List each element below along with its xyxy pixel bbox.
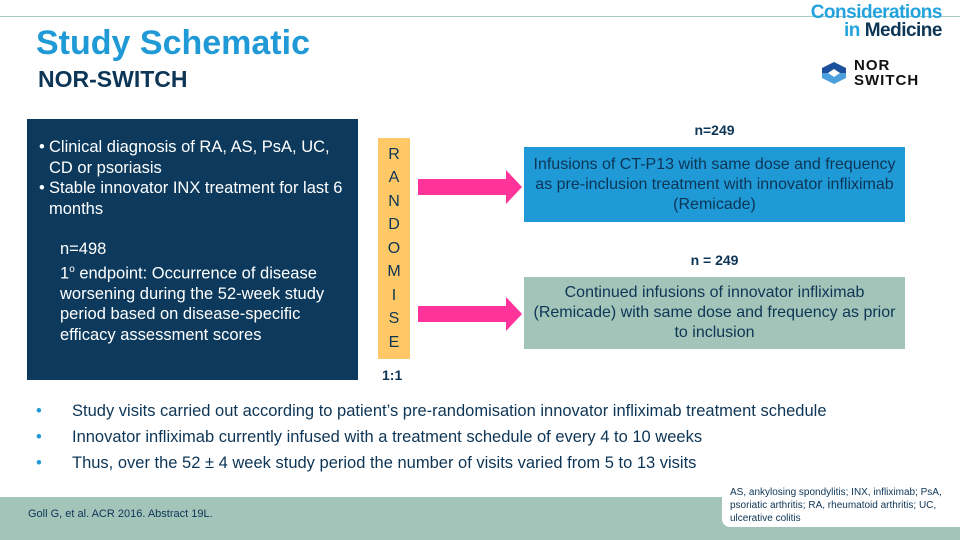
randomise-letter: D — [388, 216, 400, 234]
endpoint-prefix: 1 — [60, 264, 70, 282]
arrow-right-icon — [418, 170, 522, 204]
inclusion-criteria-box: Clinical diagnosis of RA, AS, PsA, UC, C… — [27, 119, 358, 380]
arm-2-box: Continued infusions of innovator inflixi… — [524, 277, 905, 349]
brand-line-2a: in — [844, 20, 865, 41]
randomisation-ratio: 1:1 — [382, 367, 403, 383]
arm-2-n: n = 249 — [690, 252, 739, 268]
brand-line-1: Considerations — [810, 2, 943, 23]
arm-1-n: n=249 — [694, 122, 735, 138]
note-item: Innovator infliximab currently infused w… — [36, 424, 827, 450]
brand-logo: Considerations in Medicine — [810, 2, 943, 41]
arrow-right-icon — [418, 297, 522, 331]
randomise-letter: I — [391, 286, 397, 304]
brand-line-2b: Medicine — [864, 20, 943, 41]
randomise-letter: A — [388, 169, 400, 187]
note-item: Thus, over the 52 ± 4 week study period … — [36, 450, 827, 476]
logo-line-2: SWITCH — [854, 72, 920, 89]
page-subtitle: NOR-SWITCH — [38, 66, 188, 92]
randomise-letter: M — [387, 263, 401, 281]
criteria-item: Stable innovator INX treatment for last … — [39, 178, 348, 219]
reference: Goll G, et al. ACR 2016. Abstract 19L. — [28, 508, 213, 520]
total-n: n=498 — [60, 240, 107, 258]
endpoint-text: endpoint: Occurrence of disease worsenin… — [60, 264, 325, 344]
randomise-letter: O — [387, 239, 401, 257]
arm-1-box: Infusions of CT-P13 with same dose and f… — [524, 147, 905, 222]
randomise-letter: R — [388, 145, 400, 163]
randomise-letter: S — [388, 310, 400, 328]
logo-line-1: NOR — [854, 57, 891, 74]
endpoint-sup: o — [69, 263, 75, 275]
note-item: Study visits carried out according to pa… — [36, 398, 827, 424]
primary-endpoint: 1o endpoint: Occurrence of disease worse… — [39, 260, 348, 346]
notes-list: Study visits carried out according to pa… — [36, 398, 827, 476]
randomise-bar: R A N D O M I S E — [378, 138, 410, 359]
nor-switch-logo-icon — [822, 62, 846, 84]
randomise-letter: E — [388, 333, 400, 351]
criteria-item: Clinical diagnosis of RA, AS, PsA, UC, C… — [39, 137, 348, 178]
randomise-letter: N — [388, 192, 400, 210]
page-title: Study Schematic — [36, 24, 310, 62]
header-divider — [0, 16, 960, 17]
abbreviations: AS, ankylosing spondylitis; INX, inflixi… — [722, 480, 960, 527]
